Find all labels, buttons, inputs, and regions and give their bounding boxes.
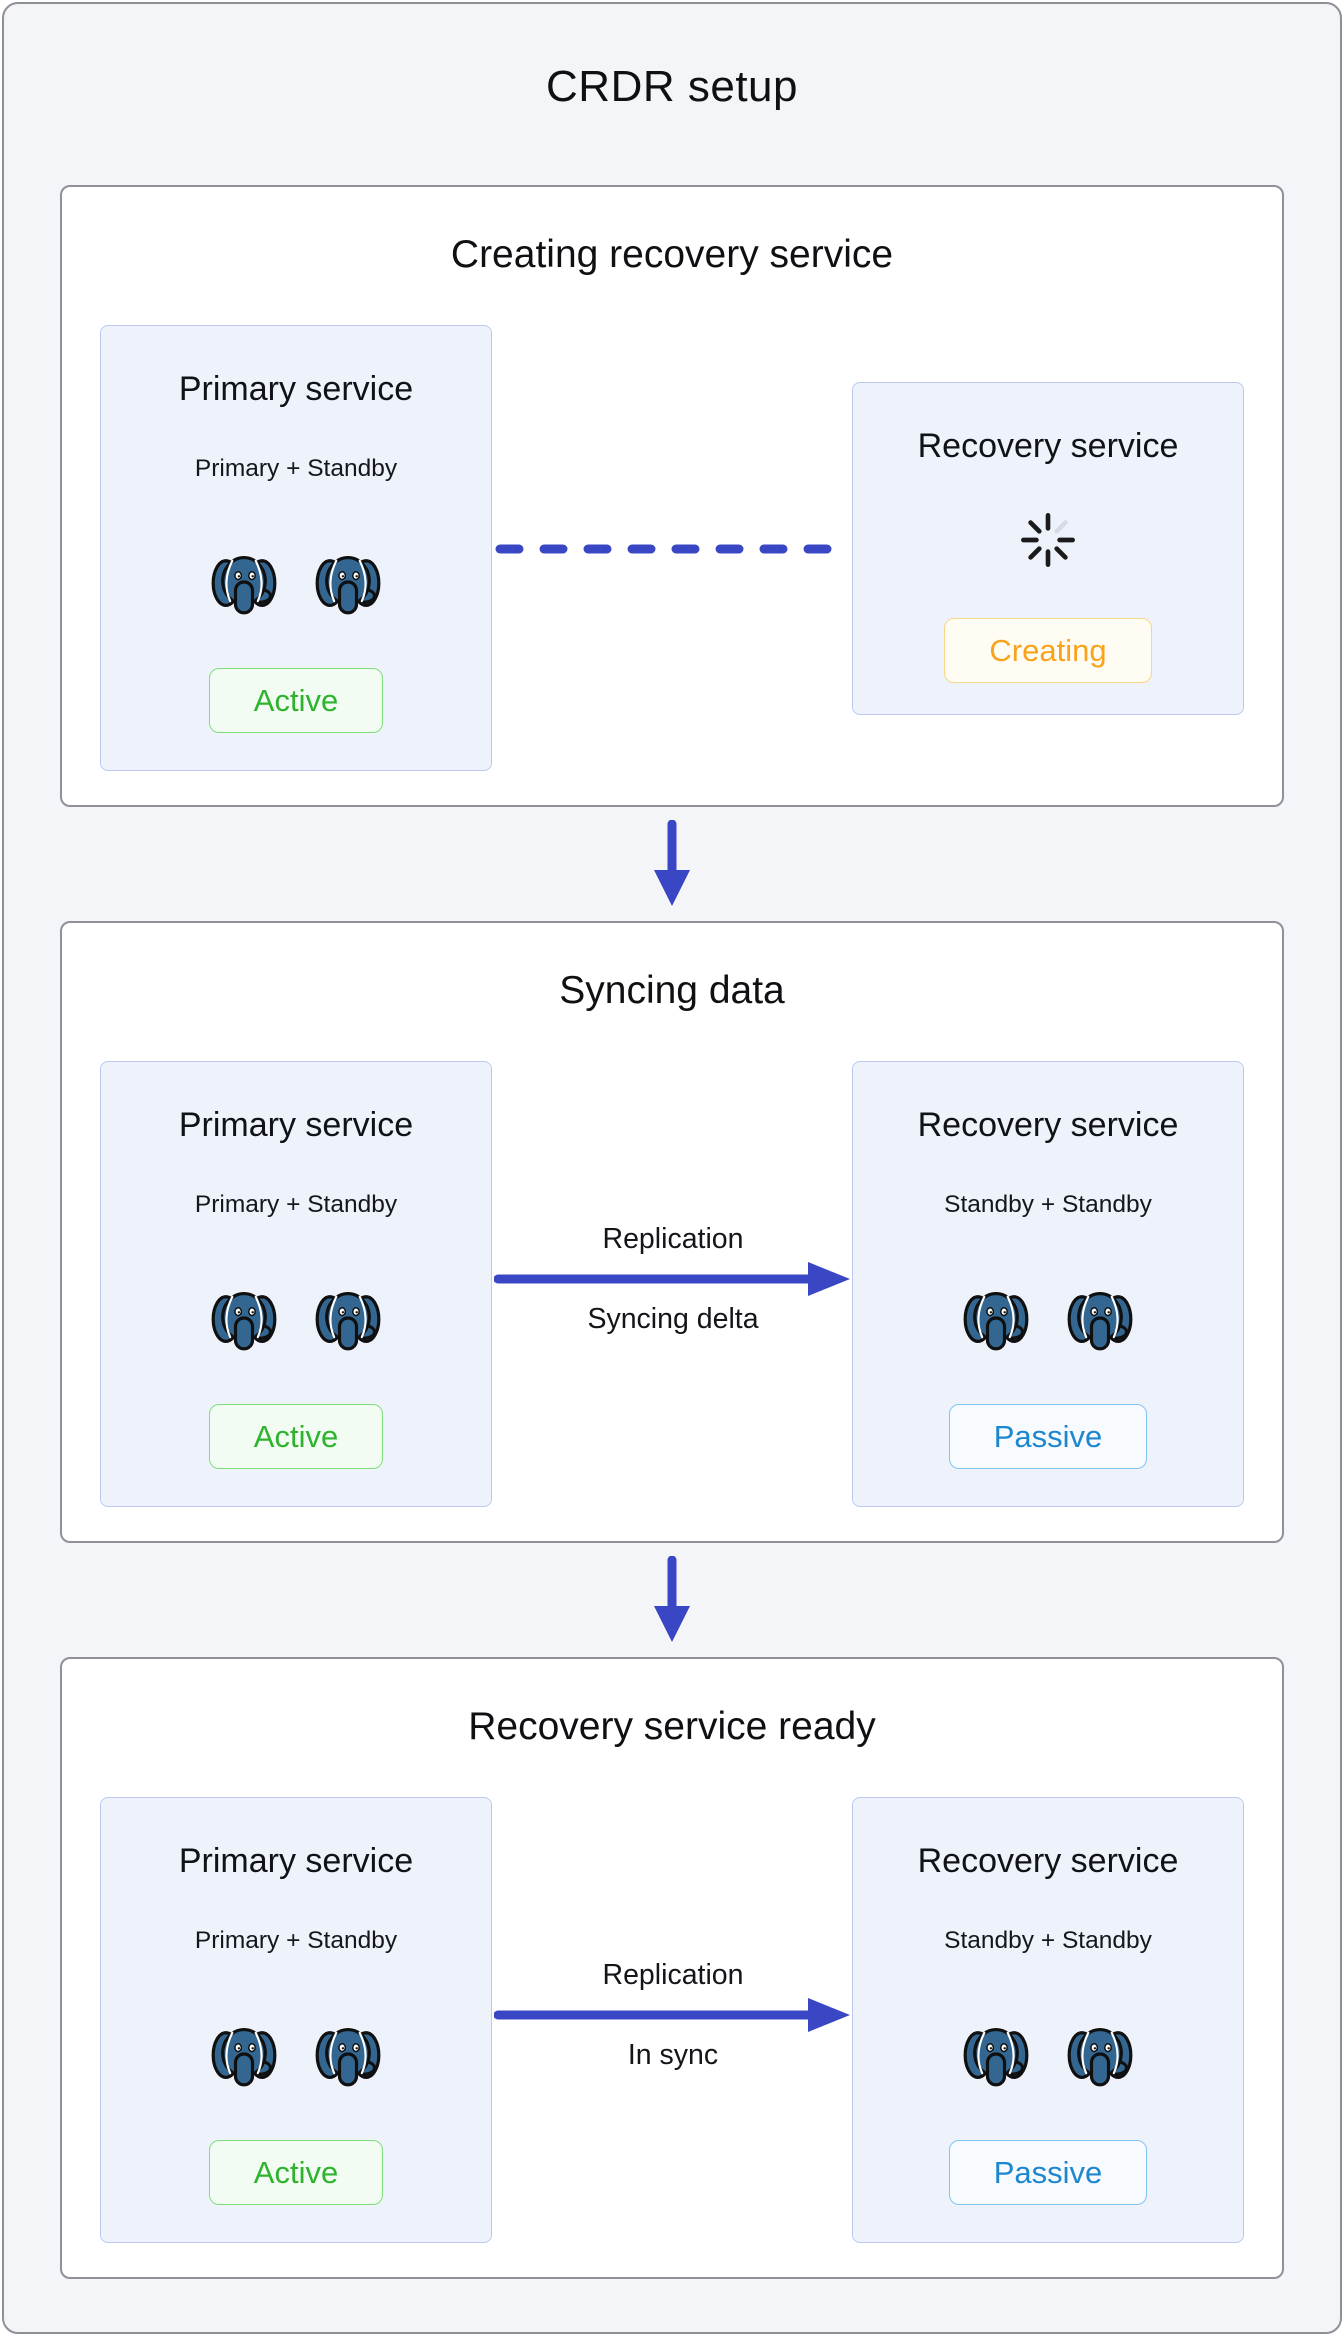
arrow-right-icon: [494, 1998, 850, 2032]
card-subtitle: Primary + Standby: [194, 1191, 398, 1218]
postgres-elephant-icon: [210, 1284, 278, 1352]
connector-label-top: Replication: [602, 1223, 744, 1255]
replication-connector: Replication Syncing delta: [494, 1223, 852, 1335]
postgres-instances: [853, 2020, 1243, 2088]
creating-status-badge: Creating: [944, 618, 1152, 683]
dashed-line-icon: [495, 544, 851, 554]
postgres-elephant-icon: [210, 2020, 278, 2088]
card-subtitle: Primary + Standby: [194, 455, 398, 482]
spinner-icon: [1021, 513, 1075, 567]
arrow-down-icon: [654, 1556, 690, 1642]
recovery-service-card: Recovery service Standby + Standby Passi…: [852, 1797, 1244, 2243]
connector-label-top: Replication: [602, 1959, 744, 1991]
stage-syncing-data: Syncing data Primary service Primary + S…: [60, 921, 1284, 1543]
card-title: Recovery service: [917, 427, 1179, 465]
postgres-elephant-icon: [314, 2020, 382, 2088]
stage-creating-recovery-service: Creating recovery service Primary servic…: [60, 185, 1284, 807]
postgres-elephant-icon: [314, 548, 382, 616]
recovery-service-card: Recovery service Standby + Standby Passi…: [852, 1061, 1244, 1507]
active-status-badge: Active: [208, 1404, 384, 1469]
active-status-badge: Active: [208, 668, 384, 733]
stage-title: Creating recovery service: [450, 233, 894, 276]
connector-label-bottom: Syncing delta: [587, 1303, 759, 1335]
postgres-instances: [101, 1284, 491, 1352]
stage-title: Syncing data: [559, 969, 785, 1012]
card-subtitle: Standby + Standby: [944, 1191, 1152, 1218]
primary-service-card: Primary service Primary + Standby Active: [100, 325, 492, 771]
card-subtitle: Primary + Standby: [194, 1927, 398, 1954]
stage-flow-gap: [4, 807, 1340, 921]
postgres-elephant-icon: [1066, 2020, 1134, 2088]
active-status-badge: Active: [208, 2140, 384, 2205]
postgres-instances: [853, 1284, 1243, 1352]
stage-title: Recovery service ready: [468, 1705, 876, 1748]
recovery-service-card: Recovery service Creating: [852, 382, 1244, 715]
primary-service-card: Primary service Primary + Standby Active: [100, 1797, 492, 2243]
postgres-elephant-icon: [1066, 1284, 1134, 1352]
card-title: Recovery service: [917, 1842, 1179, 1880]
card-title: Primary service: [178, 1842, 414, 1880]
replication-connector: Replication In sync: [494, 1959, 852, 2071]
postgres-elephant-icon: [962, 1284, 1030, 1352]
arrow-right-icon: [494, 1262, 850, 1296]
postgres-elephant-icon: [314, 1284, 382, 1352]
page-title: CRDR setup: [546, 62, 798, 111]
stage-recovery-service-ready: Recovery service ready Primary service P…: [60, 1657, 1284, 2279]
postgres-elephant-icon: [210, 548, 278, 616]
connector-label-bottom: In sync: [627, 2039, 719, 2071]
card-title: Primary service: [178, 370, 414, 408]
card-title: Primary service: [178, 1106, 414, 1144]
postgres-elephant-icon: [962, 2020, 1030, 2088]
card-subtitle: Standby + Standby: [944, 1927, 1152, 1954]
passive-status-badge: Passive: [948, 2140, 1148, 2205]
postgres-instances: [101, 548, 491, 616]
stage-flow-gap: [4, 1543, 1340, 1657]
postgres-instances: [101, 2020, 491, 2088]
card-title: Recovery service: [917, 1106, 1179, 1144]
primary-service-card: Primary service Primary + Standby Active: [100, 1061, 492, 1507]
arrow-down-icon: [654, 820, 690, 906]
passive-status-badge: Passive: [948, 1404, 1148, 1469]
